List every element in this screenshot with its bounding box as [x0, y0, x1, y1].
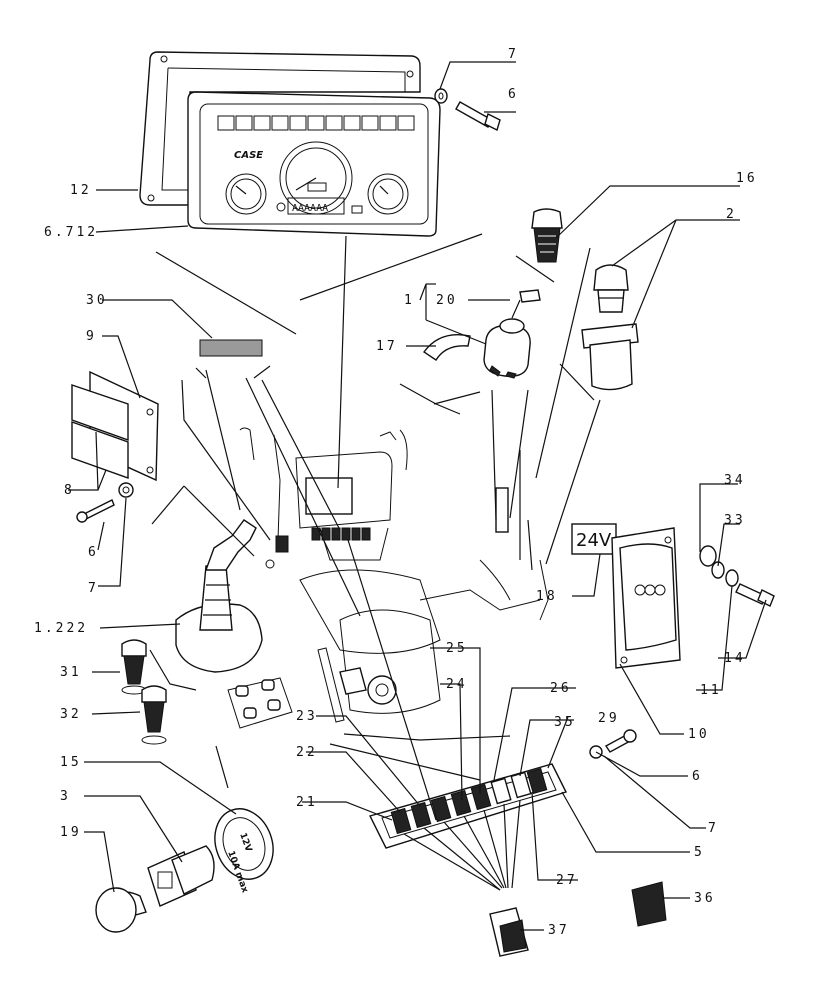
callout-31: 31	[60, 665, 82, 680]
switch-module-9	[71, 370, 159, 482]
callout-6712: 6.712	[44, 225, 98, 240]
spacer-34	[699, 545, 717, 567]
washer-left	[118, 482, 134, 498]
socket-2	[581, 264, 639, 391]
callout-33: 33	[724, 513, 746, 528]
callout-15: 15	[60, 755, 82, 770]
instrument-cluster: CASE AAAAAA	[187, 91, 441, 237]
callout-7-bank: 7	[708, 821, 719, 836]
callout-labels: 7 6 12 6.712 16 2 30 9 1 20 17 8 6 7 34 …	[34, 47, 758, 938]
callout-25: 25	[446, 641, 468, 656]
callout-37: 37	[548, 923, 570, 938]
right-gauge	[367, 173, 409, 215]
callout-1: 1	[404, 293, 415, 308]
washer-11	[725, 569, 739, 587]
callout-6-left: 6	[88, 545, 99, 560]
switch-cap-37	[489, 907, 529, 957]
instrument-panel-frame	[139, 51, 421, 206]
callout-17: 17	[376, 339, 398, 354]
bolt-14	[735, 583, 775, 607]
button-32	[141, 685, 167, 745]
label-plate-30	[199, 339, 263, 357]
blank-plug-36	[631, 881, 667, 927]
callout-8: 8	[64, 483, 75, 498]
plate-24v: 24V	[571, 523, 617, 555]
pedal-lever	[317, 647, 397, 723]
callout-26: 26	[550, 681, 572, 696]
callout-18: 18	[536, 589, 558, 604]
callout-32: 32	[60, 707, 82, 722]
joystick	[175, 519, 263, 673]
callout-9: 9	[86, 329, 97, 344]
socket-body	[147, 845, 215, 907]
screw-bank	[604, 729, 637, 753]
dash-switch-strip	[311, 527, 371, 541]
push-button-16	[531, 208, 563, 263]
callout-6-top: 6	[508, 87, 519, 102]
callout-12: 12	[70, 183, 92, 198]
washer-top	[434, 88, 448, 104]
callout-27: 27	[556, 873, 578, 888]
callout-11: 11	[700, 683, 722, 698]
cab-interior	[239, 427, 549, 714]
button-pad	[227, 677, 293, 729]
callout-23: 23	[296, 709, 318, 724]
callout-29: 29	[598, 711, 620, 726]
display-digits: AAAAAA	[292, 203, 328, 214]
switch-bank	[368, 763, 567, 849]
callout-2: 2	[726, 207, 737, 222]
callout-21: 21	[296, 795, 318, 810]
callout-20: 20	[436, 293, 458, 308]
screw-left	[76, 499, 115, 523]
ignition-position-plate	[423, 334, 471, 361]
key	[511, 289, 541, 319]
brand-logo: CASE	[234, 150, 263, 161]
left-gauge	[225, 173, 267, 215]
callout-3: 3	[60, 789, 71, 804]
callout-24: 24	[446, 677, 468, 692]
socket-label-ring: 12V 10A max	[214, 808, 274, 894]
callout-5: 5	[694, 845, 705, 860]
ignition-switch	[483, 318, 531, 379]
socket-cap	[95, 887, 147, 933]
callout-36: 36	[694, 891, 716, 906]
warning-lamp-row	[217, 115, 415, 131]
callout-22: 22	[296, 745, 318, 760]
callout-7-left: 7	[88, 581, 99, 596]
button-31	[121, 639, 147, 695]
control-unit	[611, 527, 681, 669]
callout-34: 34	[724, 473, 746, 488]
screw-top	[455, 101, 501, 131]
callout-35: 35	[554, 715, 576, 730]
callout-7-top: 7	[508, 47, 519, 62]
callout-10: 10	[688, 727, 710, 742]
callout-14: 14	[724, 651, 746, 666]
callout-30: 30	[86, 293, 108, 308]
callout-19: 19	[60, 825, 82, 840]
leader-lines	[68, 61, 767, 931]
svg-text:24V: 24V	[576, 530, 612, 551]
callout-1222: 1.222	[34, 621, 88, 636]
callout-6-bank: 6	[692, 769, 703, 784]
callout-16: 16	[736, 171, 758, 186]
